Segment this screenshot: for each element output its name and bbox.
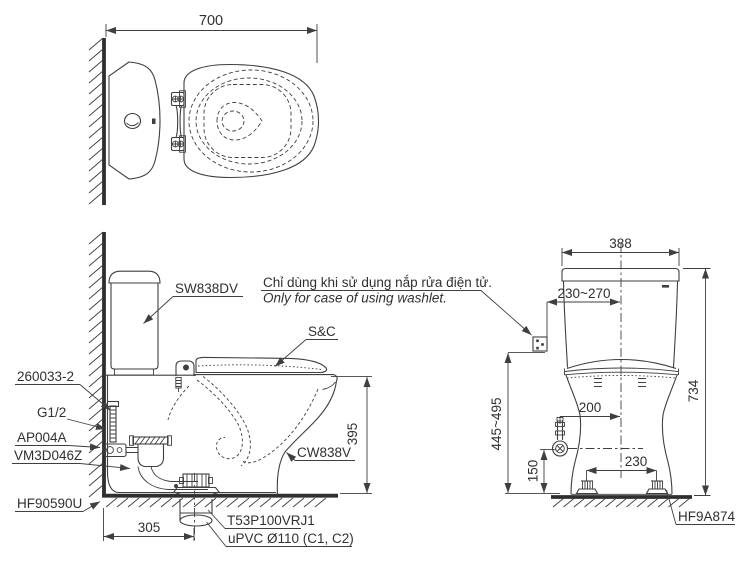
dim-outlet-offset: 230~270 (546, 286, 620, 337)
drain-pipe-side-view (179, 473, 213, 540)
lid-outline (183, 63, 320, 179)
label-flange: T53P100VRJ1 (207, 509, 315, 529)
label-connector: VM3D046Z (12, 448, 131, 471)
svg-text:SW838DV: SW838DV (175, 281, 238, 296)
top-view: 700 (88, 13, 320, 205)
seat-hinge (175, 360, 195, 376)
washlet-note: Chỉ dùng khi sử dụng nắp rửa điện tử. On… (261, 275, 532, 336)
tank-latch (152, 118, 156, 124)
label-bolt-kit: HF9A874 (666, 489, 736, 525)
dim-230: 230 (625, 454, 648, 469)
dim-395: 395 (345, 423, 360, 446)
bowl-opening (216, 102, 263, 141)
dim-388: 388 (609, 236, 632, 251)
dim-445-495: 445~495 (489, 398, 504, 451)
bowl-front-profile (276, 374, 338, 495)
outlet-box (532, 336, 548, 352)
floor-side-view (102, 493, 338, 508)
rim-front-view (564, 359, 679, 387)
wall-side-view (88, 231, 106, 498)
dim-overall-depth: 700 (105, 13, 318, 63)
dim-230-270: 230~270 (558, 286, 611, 301)
dim-rough-in: 305 (103, 508, 195, 541)
dim-supply-height: 150 (526, 449, 556, 493)
bolt-right-front-view (645, 480, 669, 495)
bolt-left-front-view (575, 480, 599, 495)
svg-text:HF90590U: HF90590U (17, 496, 82, 511)
dim-outlet-height: 445~495 (489, 352, 560, 494)
dim-bolt-spacing: 230 (586, 454, 657, 481)
water-supply-side-view (103, 400, 138, 458)
label-seat-cover: S&C (274, 324, 338, 367)
dim-height: 734 (683, 268, 711, 496)
flush-button (123, 112, 142, 130)
label-thread: G1/2 (37, 405, 107, 430)
tank-top-view (108, 61, 161, 180)
flush-valve-side-view (129, 435, 208, 490)
hinge-hole-right (638, 378, 646, 387)
tank-button (662, 285, 669, 288)
svg-text:HF9A874: HF9A874 (678, 509, 736, 524)
note-english: Only for case of using washlet. (263, 291, 447, 306)
wall-hatch (88, 37, 104, 205)
flange-side-view (173, 473, 220, 496)
front-view: 388 230~270 445~495 734 200 150 (489, 236, 736, 525)
dim-700: 700 (199, 13, 223, 29)
label-tank: SW838DV (143, 281, 243, 324)
svg-text:T53P100VRJ1: T53P100VRJ1 (227, 513, 315, 528)
note-leader (480, 290, 532, 336)
water-supply-front-view (551, 417, 643, 457)
label-angle-valve: AP004A (15, 430, 101, 451)
dim-supply-offset: 200 (559, 400, 620, 424)
hinge-hole-left (594, 378, 602, 387)
side-view: 305 395 SW838DV S&C 260033-2 G1/2 (12, 231, 372, 547)
seat-lid-top-view (183, 63, 320, 179)
floor-hatch (105, 497, 327, 508)
trapway-dashed (196, 379, 243, 460)
label-supply-hose: 260033-2 (15, 369, 111, 411)
dim-305: 305 (138, 520, 161, 535)
stop-valve-front (551, 440, 569, 457)
svg-text:VM3D046Z: VM3D046Z (14, 448, 82, 463)
note-vietnamese: Chỉ dùng khi sử dụng nắp rửa điện tử. (263, 275, 492, 290)
tank-outline (108, 61, 161, 180)
label-drain-pipe: uPVC Ø110 (C1, C2) (206, 521, 354, 547)
svg-text:260033-2: 260033-2 (17, 369, 74, 384)
hinge-bar (175, 105, 183, 138)
dim-rim-height: 395 (331, 376, 372, 494)
label-bowl: CW838V (286, 445, 355, 462)
floor-hatch (552, 497, 691, 508)
wall-hatch (88, 231, 104, 498)
dim-width: 388 (561, 236, 680, 266)
svg-text:G1/2: G1/2 (37, 405, 66, 420)
label-floor-seal: HF90590U (15, 496, 101, 512)
hinge-top-view (170, 90, 186, 153)
seat-side-view (175, 356, 328, 392)
bowl-side-view (106, 374, 338, 495)
svg-text:AP004A: AP004A (17, 430, 67, 445)
dim-200: 200 (579, 400, 602, 415)
svg-text:CW838V: CW838V (297, 445, 351, 460)
svg-text:S&C: S&C (308, 324, 336, 339)
tank-front-view (561, 267, 680, 368)
dim-150: 150 (526, 460, 541, 483)
svg-text:uPVC Ø110 (C1, C2): uPVC Ø110 (C1, C2) (228, 531, 354, 546)
tank-side-view (108, 270, 161, 376)
wall-top-view (88, 37, 106, 205)
dim-734: 734 (686, 379, 701, 402)
pedestal-front-view (565, 374, 678, 495)
